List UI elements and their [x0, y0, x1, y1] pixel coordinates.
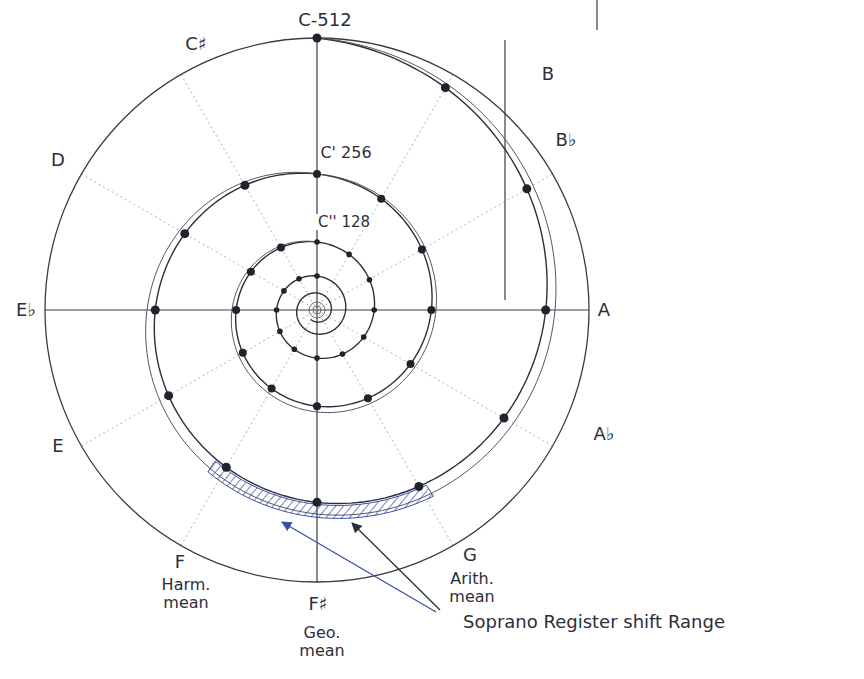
pitch-dot — [164, 391, 173, 400]
leader-arrow — [352, 523, 440, 610]
radial-line — [316, 310, 317, 582]
pitch-dot — [281, 288, 287, 294]
pitch-label: G — [461, 545, 479, 565]
pitch-label: Geo. mean — [292, 624, 352, 659]
pitch-dot — [232, 306, 240, 314]
pitch-dot — [371, 307, 377, 313]
pitch-dot — [240, 181, 249, 190]
pitch-dot — [414, 482, 423, 491]
radial-lines — [45, 38, 589, 582]
center-ring — [309, 302, 325, 318]
radial-line — [81, 310, 317, 446]
pitch-dot — [346, 252, 352, 258]
pitch-dot — [377, 195, 385, 203]
pitch-label: Harm. mean — [153, 576, 219, 611]
pitch-dot — [314, 273, 320, 279]
pitch-label: C♯ — [183, 34, 208, 54]
pitch-dot — [268, 385, 276, 393]
pitch-dot — [313, 402, 321, 410]
pitch-label: E♭ — [14, 300, 38, 320]
callout-label: Soprano Register shift Range — [461, 612, 727, 632]
pitch-label: C'' 128 — [316, 214, 372, 231]
pitch-dot — [313, 34, 322, 43]
pitch-label: C' 256 — [318, 144, 373, 162]
pitch-dot — [151, 306, 160, 315]
pitch-label: F — [173, 552, 187, 572]
pitch-label: B — [540, 64, 556, 84]
pitch-dot — [277, 329, 283, 335]
pitch-dot — [292, 347, 298, 353]
pitch-dot — [274, 307, 280, 313]
pitch-label: C-512 — [296, 10, 353, 30]
pitch-dots — [151, 34, 550, 507]
register-band — [208, 461, 433, 518]
outer-circle — [45, 38, 589, 582]
pitch-dot — [418, 245, 426, 253]
pitch-dot — [277, 244, 285, 252]
pitch-label: A — [596, 300, 612, 320]
pitch-dot — [247, 268, 255, 276]
pitch-dot — [313, 170, 321, 178]
pitch-label: B♭ — [554, 130, 579, 150]
pitch-dot — [314, 239, 320, 245]
pitch-dot — [406, 360, 414, 368]
radial-line — [317, 74, 453, 310]
pitch-dot — [180, 229, 189, 238]
center-ring — [313, 306, 321, 314]
companion-spiral — [146, 38, 556, 515]
pitch-dot — [367, 277, 373, 283]
pitch-label: A♭ — [592, 424, 617, 444]
pitch-dot — [522, 184, 531, 193]
pitch-dot — [541, 306, 550, 315]
pitch-dot — [239, 349, 247, 357]
pitch-label: D — [49, 150, 67, 170]
pitch-dot — [427, 306, 435, 314]
leader-arrow — [282, 522, 436, 612]
side-line — [596, 0, 597, 30]
pitch-dot — [340, 351, 346, 357]
pitch-dot — [314, 355, 320, 361]
radial-line — [317, 174, 553, 310]
pitch-spiral — [154, 38, 547, 504]
pitch-dot — [296, 276, 302, 282]
radial-line — [81, 174, 317, 310]
center-rings — [309, 302, 325, 318]
side-line — [504, 40, 505, 300]
radial-line — [181, 74, 317, 310]
pitch-dot — [499, 413, 508, 422]
pitch-label: E — [50, 436, 65, 456]
pitch-dot — [222, 463, 231, 472]
pitch-dot — [441, 83, 450, 92]
pitch-dot — [313, 498, 322, 507]
radial-line — [317, 310, 553, 446]
pitch-label: Arith. mean — [439, 570, 505, 605]
pitch-label: F♯ — [306, 594, 329, 614]
pitch-dot — [361, 334, 367, 340]
pitch-dot — [364, 394, 372, 402]
